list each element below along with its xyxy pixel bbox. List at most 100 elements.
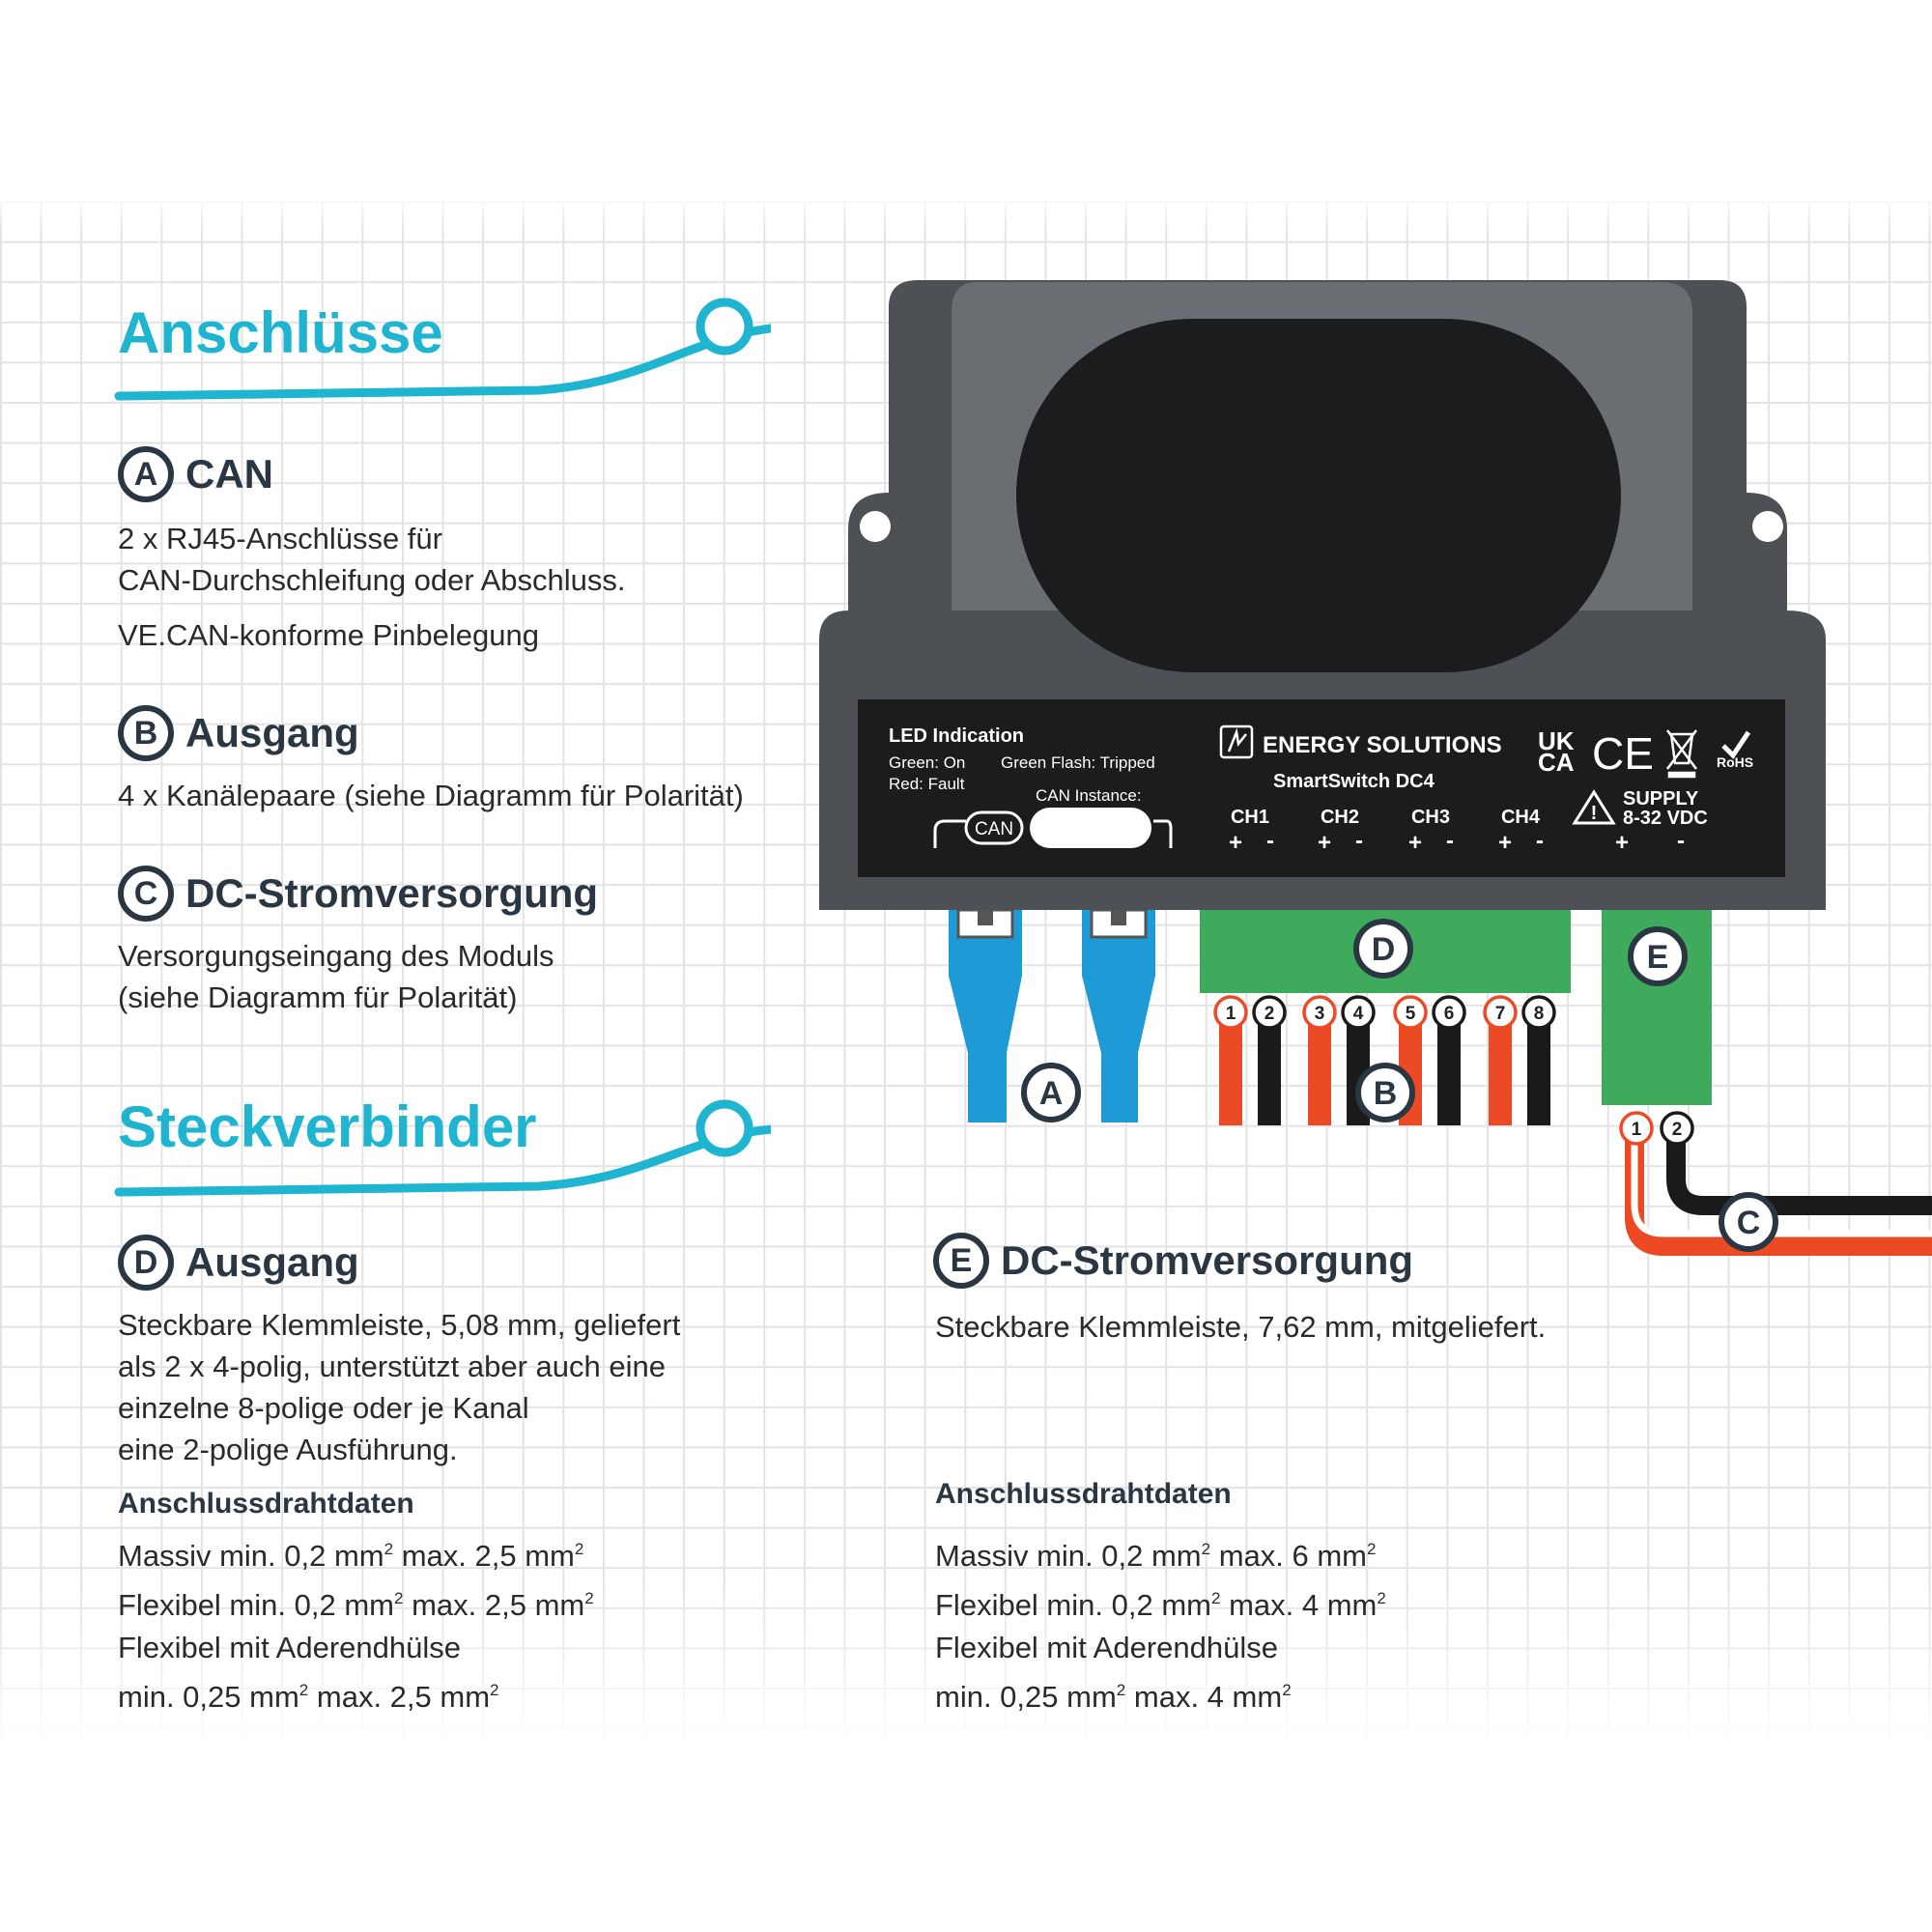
dc-supply-e-line-1: Steckbare Klemmleiste, 7,62 mm, mitgelie… <box>935 1310 1547 1344</box>
rohs-mark: RoHS <box>1717 754 1753 770</box>
wire-data-d: Massiv min. 0,2 mm2 max. 2,5 mm2 Flexibe… <box>118 1528 594 1719</box>
dc-supply-c-description: Versorgungseingang des Moduls (siehe Dia… <box>118 935 554 1018</box>
device-cover-recess <box>1016 319 1621 672</box>
svg-text:+: + <box>1615 830 1629 856</box>
svg-text:!: ! <box>1591 803 1598 824</box>
label-dc-supply-e-text: DC-Stromversorgung <box>1001 1237 1414 1283</box>
ausgang-d-line-4: eine 2-polige Ausführung. <box>118 1433 458 1466</box>
letter-badge-d: D <box>118 1235 174 1291</box>
led-green-text: Green: On <box>889 753 965 772</box>
letter-badge-c: C <box>118 866 174 922</box>
rj45-connectors <box>949 908 1155 1122</box>
model-name: SmartSwitch DC4 <box>1273 771 1435 792</box>
letter-badge-a: A <box>118 446 174 502</box>
can-instance-field <box>1030 808 1151 848</box>
letter-badge-e: E <box>933 1233 989 1289</box>
svg-text:C: C <box>1737 1205 1761 1241</box>
letter-badge-b: B <box>118 705 174 761</box>
callout-letters: A B C D E <box>1021 919 1778 1252</box>
label-can: A CAN <box>118 446 273 502</box>
brand-logo-icon <box>1219 724 1254 759</box>
grid-fade-top <box>0 193 1932 232</box>
svg-text:-: - <box>1446 828 1454 854</box>
can-port-outline <box>964 810 1024 845</box>
ausgang-b-line-1: 4 x Kanälepaare (siehe Diagramm für Pola… <box>118 779 744 812</box>
svg-text:6: 6 <box>1444 1004 1455 1024</box>
svg-text:A: A <box>1039 1075 1064 1112</box>
callout-a: A <box>1021 1063 1081 1122</box>
svg-text:3: 3 <box>1315 1004 1325 1024</box>
wire-spec-solid: Massiv min. 0,2 mm2 max. 6 mm2 <box>935 1538 1377 1573</box>
wire-spec-ferrule-values: min. 0,25 mm2 max. 2,5 mm2 <box>118 1679 499 1714</box>
svg-text:-: - <box>1266 828 1274 854</box>
wire-spec-ferrule: Flexibel mit Aderendhülse <box>935 1630 1278 1664</box>
callout-c: C <box>1719 1192 1778 1252</box>
svg-text:5: 5 <box>1406 1004 1416 1024</box>
svg-text:D: D <box>1372 931 1396 968</box>
svg-text:8: 8 <box>1534 1004 1545 1024</box>
svg-text:-: - <box>1536 828 1544 854</box>
ukca-mark-top: UK <box>1538 726 1575 755</box>
ce-mark: CE <box>1592 728 1654 779</box>
label-ausgang-d: D Ausgang <box>118 1235 359 1291</box>
wire-data-e: Massiv min. 0,2 mm2 max. 6 mm2 Flexibel … <box>935 1528 1386 1719</box>
led-flash-text: Green Flash: Tripped <box>1001 753 1155 772</box>
label-can-text: CAN <box>185 451 273 497</box>
can-line-3: VE.CAN-konforme Pinbelegung <box>118 618 539 652</box>
can-instance-label: CAN Instance: <box>1036 786 1142 805</box>
callout-e: E <box>1628 926 1688 986</box>
ausgang-d-line-2: als 2 x 4-polig, unterstützt aber auch e… <box>118 1350 666 1383</box>
label-ausgang-b: B Ausgang <box>118 705 359 761</box>
output-pin-numbers: 1 2 3 4 5 6 7 8 <box>1213 995 1556 1030</box>
can-line-2: CAN-Durchschleifung oder Abschluss. <box>118 563 626 597</box>
can-description: 2 x RJ45-Anschlüsse für CAN-Durchschleif… <box>118 518 626 656</box>
can-line-1: 2 x RJ45-Anschlüsse für <box>118 522 442 555</box>
can-port-label: CAN <box>975 819 1013 839</box>
section-title-steckverbinder: Steckverbinder <box>118 1094 537 1159</box>
brand-name: ENERGY SOLUTIONS <box>1263 732 1502 758</box>
ausgang-d-line-3: einzelne 8-polige oder je Kanal <box>118 1391 529 1425</box>
section-title-anschluesse: Anschlüsse <box>118 300 443 365</box>
svg-text:2: 2 <box>1264 1004 1275 1024</box>
svg-text:B: B <box>1374 1075 1398 1112</box>
supply-range-label: 8-32 VDC <box>1623 808 1708 829</box>
grid-fade-bottom <box>0 1584 1932 1748</box>
channel-label-ch2: CH2 <box>1321 807 1359 828</box>
ausgang-d-description: Steckbare Klemmleiste, 5,08 mm, geliefer… <box>118 1304 680 1470</box>
channel-label-ch4: CH4 <box>1501 807 1541 828</box>
svg-text:-: - <box>1355 828 1363 854</box>
ausgang-d-line-1: Steckbare Klemmleiste, 5,08 mm, geliefer… <box>118 1308 681 1342</box>
label-dc-supply-c: C DC-Stromversorgung <box>118 866 598 922</box>
dc-supply-e-description: Steckbare Klemmleiste, 7,62 mm, mitgelie… <box>935 1306 1546 1348</box>
svg-text:+: + <box>1318 830 1331 856</box>
rohs-check-icon <box>1721 730 1751 759</box>
svg-text:+: + <box>1498 830 1512 856</box>
label-dc-supply-e: E DC-Stromversorgung <box>933 1233 1413 1289</box>
label-ausgang-b-text: Ausgang <box>185 710 359 755</box>
title-swoosh-decoration <box>114 298 771 401</box>
dc-supply-c-line-1: Versorgungseingang des Moduls <box>118 939 554 973</box>
warning-icon <box>1572 789 1616 825</box>
supply-label: SUPPLY <box>1623 788 1699 810</box>
callout-b: B <box>1355 1063 1415 1122</box>
svg-text:1: 1 <box>1226 1004 1236 1024</box>
callout-d: D <box>1353 919 1413 979</box>
label-dc-supply-c-text: DC-Stromversorgung <box>185 870 599 916</box>
polarity-markers: + - + - + - + - + - <box>1229 828 1685 856</box>
wire-spec-ferrule-values: min. 0,25 mm2 max. 4 mm2 <box>935 1679 1292 1714</box>
wire-spec-ferrule: Flexibel mit Aderendhülse <box>118 1630 461 1664</box>
dc-supply-c-line-2: (siehe Diagramm für Polarität) <box>118 980 518 1014</box>
wire-spec-solid: Massiv min. 0,2 mm2 max. 2,5 mm2 <box>118 1538 584 1573</box>
title-swoosh-decoration <box>114 1099 771 1197</box>
svg-text:2: 2 <box>1672 1120 1683 1140</box>
channel-label-ch1: CH1 <box>1231 807 1269 828</box>
svg-text:7: 7 <box>1495 1004 1506 1024</box>
channel-label-ch3: CH3 <box>1411 807 1450 828</box>
wire-data-heading-e: Anschlussdrahtdaten <box>935 1478 1232 1510</box>
label-ausgang-d-text: Ausgang <box>185 1239 359 1285</box>
mounting-hole-left <box>860 511 891 542</box>
wire-spec-flexible: Flexibel min. 0,2 mm2 max. 4 mm2 <box>935 1587 1386 1622</box>
label-plate-content: LED Indication Green: On Green Flash: Tr… <box>889 724 1753 856</box>
led-indication-title: LED Indication <box>889 725 1024 747</box>
